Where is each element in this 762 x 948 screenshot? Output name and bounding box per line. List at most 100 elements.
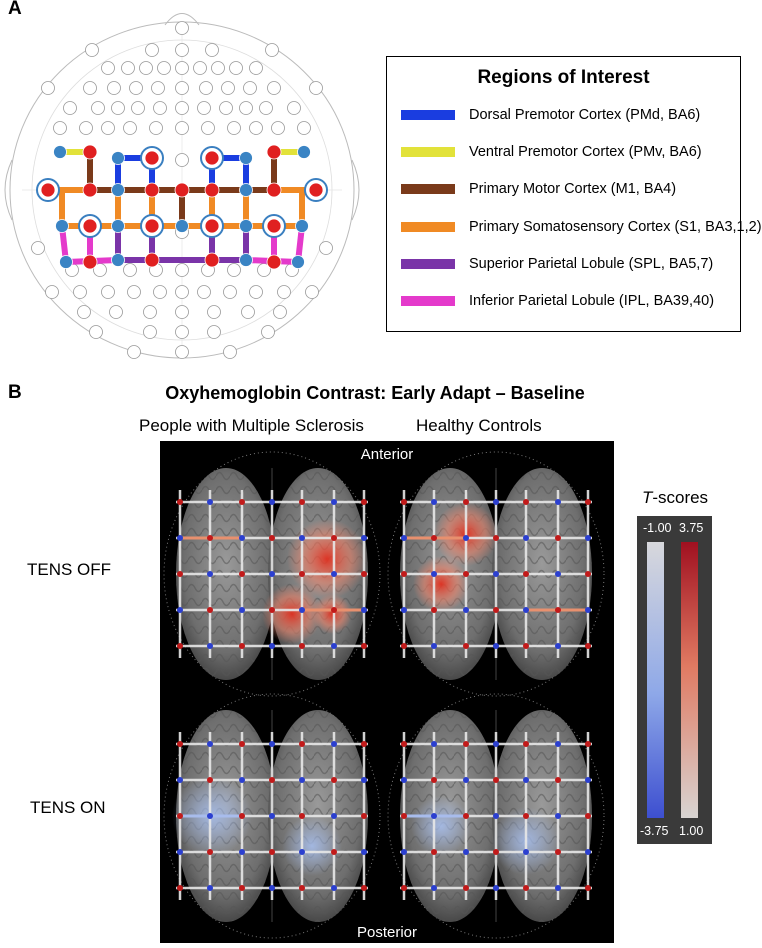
detector-optode xyxy=(239,183,253,197)
detector-dot xyxy=(207,571,213,577)
electrode-position xyxy=(127,285,141,299)
brain-rendering xyxy=(387,451,605,697)
electrode-position xyxy=(219,101,233,115)
electrode-position xyxy=(175,305,189,319)
source-dot xyxy=(431,849,437,855)
detector-dot xyxy=(431,643,437,649)
electrode-position xyxy=(207,305,221,319)
source-dot xyxy=(431,535,437,541)
detector-dot xyxy=(431,571,437,577)
electrode-position xyxy=(227,121,241,135)
legend-item-spl: Superior Parietal Lobule (SPL, BA5,7) xyxy=(401,254,713,274)
electrode-position xyxy=(197,101,211,115)
source-optode xyxy=(266,182,282,198)
source-dot xyxy=(239,885,245,891)
detector-dot xyxy=(331,499,337,505)
detector-dot xyxy=(299,849,305,855)
detector-optode xyxy=(239,151,253,165)
electrode-position xyxy=(223,285,237,299)
detector-dot xyxy=(523,777,529,783)
electrode-position xyxy=(121,61,135,75)
roi-legend: Regions of Interest Dorsal Premotor Cort… xyxy=(386,56,762,332)
legend-swatch xyxy=(401,147,455,157)
right-ear-outline xyxy=(351,159,360,221)
legend-label: Primary Somatosensory Cortex (S1, BA3,1,… xyxy=(469,219,762,235)
legend-swatch xyxy=(401,259,455,269)
colorbar-positive-gradient xyxy=(681,542,698,818)
detector-dot xyxy=(431,741,437,747)
source-dot xyxy=(299,741,305,747)
detector-dot xyxy=(493,571,499,577)
electrode-position xyxy=(227,263,241,277)
detector-dot xyxy=(463,777,469,783)
column-header-controls: Healthy Controls xyxy=(416,416,542,435)
source-dot xyxy=(585,499,591,505)
electrode-position xyxy=(287,101,301,115)
electrode-position xyxy=(319,241,333,255)
source-dot xyxy=(401,741,407,747)
column-header-ms: People with Multiple Sclerosis xyxy=(139,416,364,435)
detector-dot xyxy=(431,885,437,891)
source-dot xyxy=(585,643,591,649)
detector-dot xyxy=(555,571,561,577)
source-optode xyxy=(266,144,282,160)
source-dot xyxy=(555,777,561,783)
electrode-position xyxy=(249,285,263,299)
detector-dot xyxy=(299,777,305,783)
detector-optode xyxy=(53,145,67,159)
source-dot xyxy=(239,571,245,577)
detector-dot xyxy=(269,741,275,747)
detector-dot xyxy=(493,741,499,747)
activation-hotspot xyxy=(262,584,322,644)
detector-dot xyxy=(585,607,591,613)
detector-dot xyxy=(239,607,245,613)
detector-dot xyxy=(523,607,529,613)
legend-item-m1: Primary Motor Cortex (M1, BA4) xyxy=(401,179,676,199)
source-optode xyxy=(204,150,220,166)
activation-hotspot xyxy=(413,556,469,612)
detector-dot xyxy=(463,535,469,541)
electrode-position xyxy=(205,43,219,57)
source-dot xyxy=(269,607,275,613)
electrode-position xyxy=(151,81,165,95)
panel-b-title: Oxyhemoglobin Contrast: Early Adapt – Ba… xyxy=(165,383,585,403)
electrode-position xyxy=(77,305,91,319)
detector-dot xyxy=(269,885,275,891)
source-dot xyxy=(493,607,499,613)
detector-optode xyxy=(59,255,73,269)
source-dot xyxy=(269,777,275,783)
electrode-position xyxy=(175,153,189,167)
detector-optode xyxy=(175,219,189,233)
source-dot xyxy=(493,535,499,541)
source-dot xyxy=(177,643,183,649)
source-dot xyxy=(401,499,407,505)
source-optode xyxy=(204,218,220,234)
electrode-position xyxy=(101,285,115,299)
source-dot xyxy=(299,885,305,891)
detector-dot xyxy=(299,607,305,613)
electrode-position xyxy=(101,61,115,75)
legend-swatch xyxy=(401,184,455,194)
electrode-position xyxy=(259,101,273,115)
electrode-position xyxy=(277,285,291,299)
source-dot xyxy=(431,777,437,783)
detector-optode xyxy=(239,253,253,267)
optode-cap-outline xyxy=(387,693,605,939)
electrode-position xyxy=(139,61,153,75)
detector-dot xyxy=(331,813,337,819)
electrode-position xyxy=(31,241,45,255)
source-optode xyxy=(204,182,220,198)
detector-dot xyxy=(177,535,183,541)
detector-optode xyxy=(295,219,309,233)
detector-dot xyxy=(177,849,183,855)
source-optode xyxy=(144,218,160,234)
detector-optode xyxy=(291,255,305,269)
detector-dot xyxy=(299,535,305,541)
source-dot xyxy=(207,849,213,855)
electrode-position xyxy=(239,101,253,115)
detector-optode xyxy=(55,219,69,233)
source-optode xyxy=(82,144,98,160)
source-dot xyxy=(239,643,245,649)
colorbar-neg-bottom: -3.75 xyxy=(640,824,669,838)
electrode-position xyxy=(175,43,189,57)
